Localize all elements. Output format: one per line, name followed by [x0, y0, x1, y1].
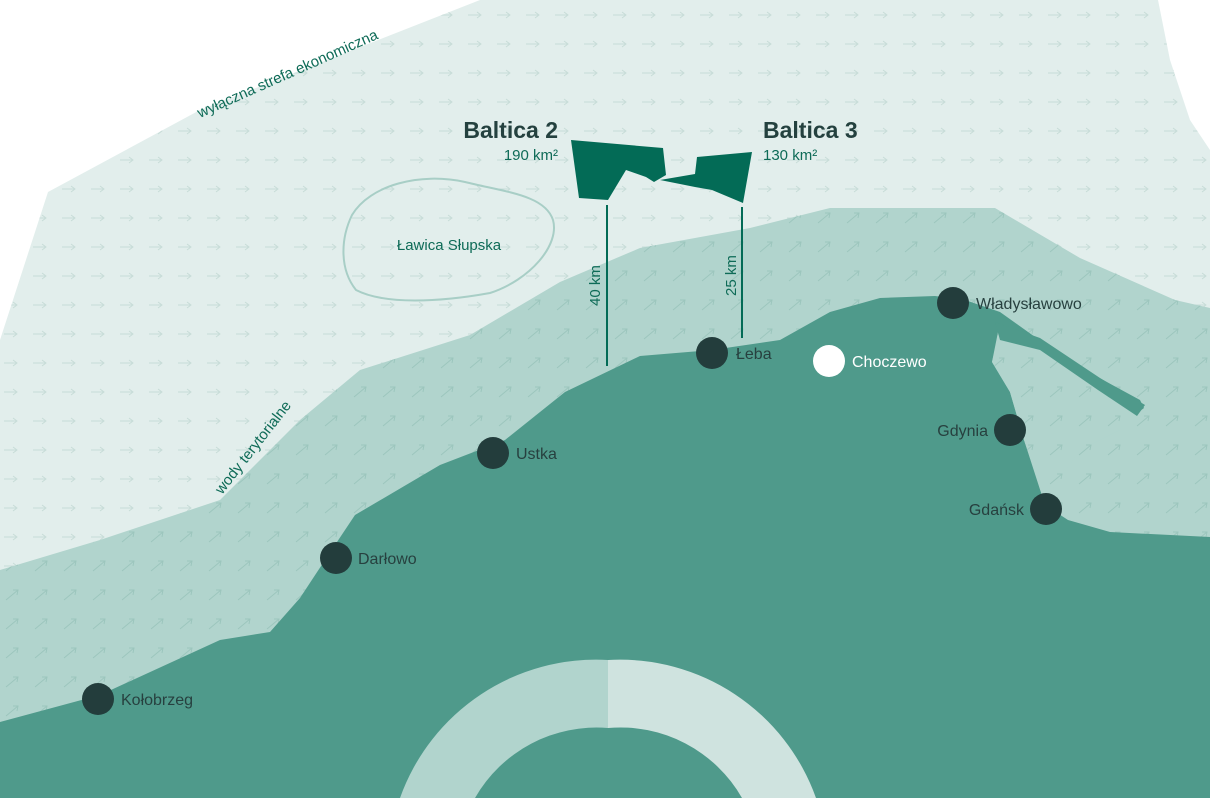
city-marker	[477, 437, 509, 469]
puck-bay-arrow-texture	[992, 338, 1136, 500]
city-label: Łeba	[736, 346, 772, 363]
city-darlowo: Darłowo	[320, 542, 417, 574]
city-marker	[994, 414, 1026, 446]
baltica-2-title: Baltica 2	[463, 117, 558, 143]
city-leba: Łeba	[696, 337, 772, 369]
city-marker	[320, 542, 352, 574]
hel-peninsula	[995, 322, 1145, 416]
baltica-3-area	[660, 152, 752, 203]
decorative-ring-right	[608, 659, 816, 798]
city-label: Gdańsk	[969, 502, 1025, 519]
city-label: Darłowo	[358, 551, 417, 568]
baltica-3-distance-label: 25 km	[723, 255, 740, 296]
slupsk-bank-outline	[342, 177, 556, 302]
baltica-2-area-label: 190 km²	[504, 147, 558, 164]
city-marker	[696, 337, 728, 369]
city-label: Kołobrzeg	[121, 692, 193, 709]
city-kolobrzeg: Kołobrzeg	[82, 683, 193, 715]
slupsk-bank-label: Ławica Słupska	[397, 237, 502, 254]
baltica-3-title: Baltica 3	[763, 117, 858, 143]
city-label: Gdynia	[937, 423, 988, 440]
city-marker	[82, 683, 114, 715]
city-ustka: Ustka	[477, 437, 557, 469]
decorative-ring-left	[400, 659, 608, 798]
land	[0, 296, 1210, 798]
city-label: Władysławowo	[976, 296, 1082, 313]
city-marker	[937, 287, 969, 319]
city-choczewo: Choczewo	[813, 345, 927, 377]
city-gdynia: Gdynia	[937, 414, 1026, 446]
city-gdansk: Gdańsk	[969, 493, 1062, 525]
baltica-3-area-label: 130 km²	[763, 147, 817, 164]
city-label: Ustka	[516, 446, 557, 463]
city-label: Choczewo	[852, 354, 927, 371]
city-wladyslawowo: Władysławowo	[937, 287, 1082, 319]
baltica-2-area	[571, 140, 666, 200]
city-marker	[1030, 493, 1062, 525]
city-marker-highlight	[813, 345, 845, 377]
baltica-2-distance-label: 40 km	[587, 265, 604, 306]
